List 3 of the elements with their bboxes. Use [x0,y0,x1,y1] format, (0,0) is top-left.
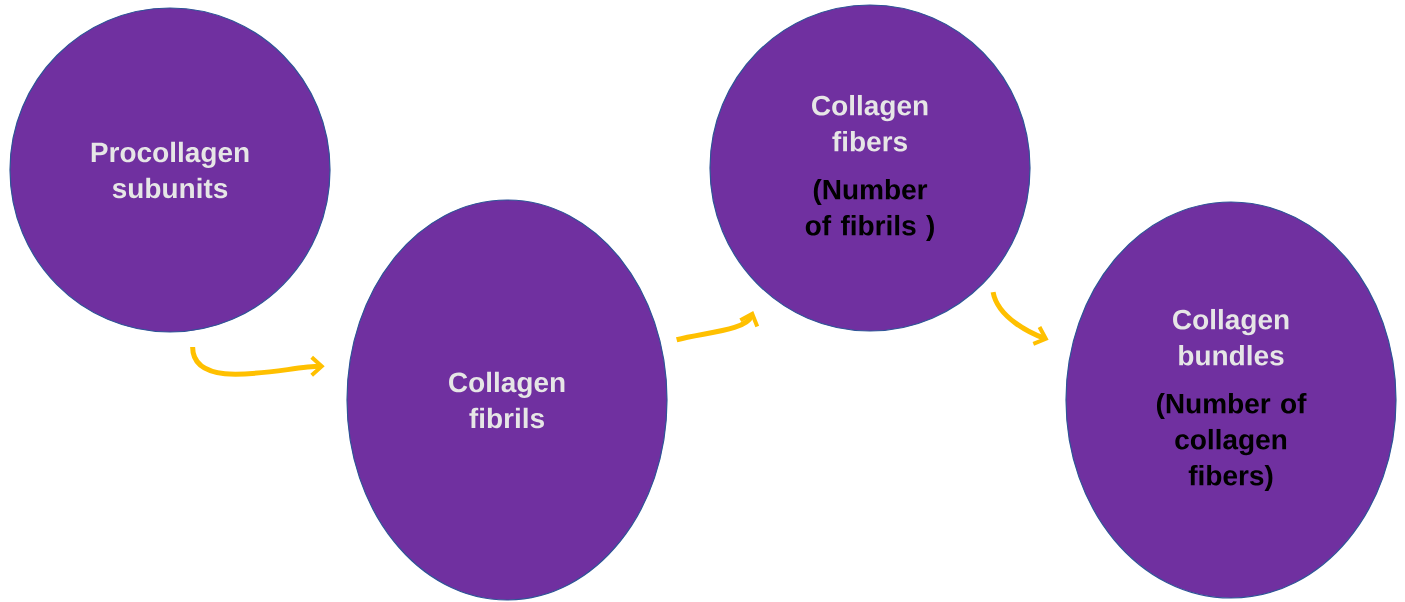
curved-arrow [990,291,1049,346]
curved-arrow [676,311,760,343]
curved-arrow [190,346,325,377]
